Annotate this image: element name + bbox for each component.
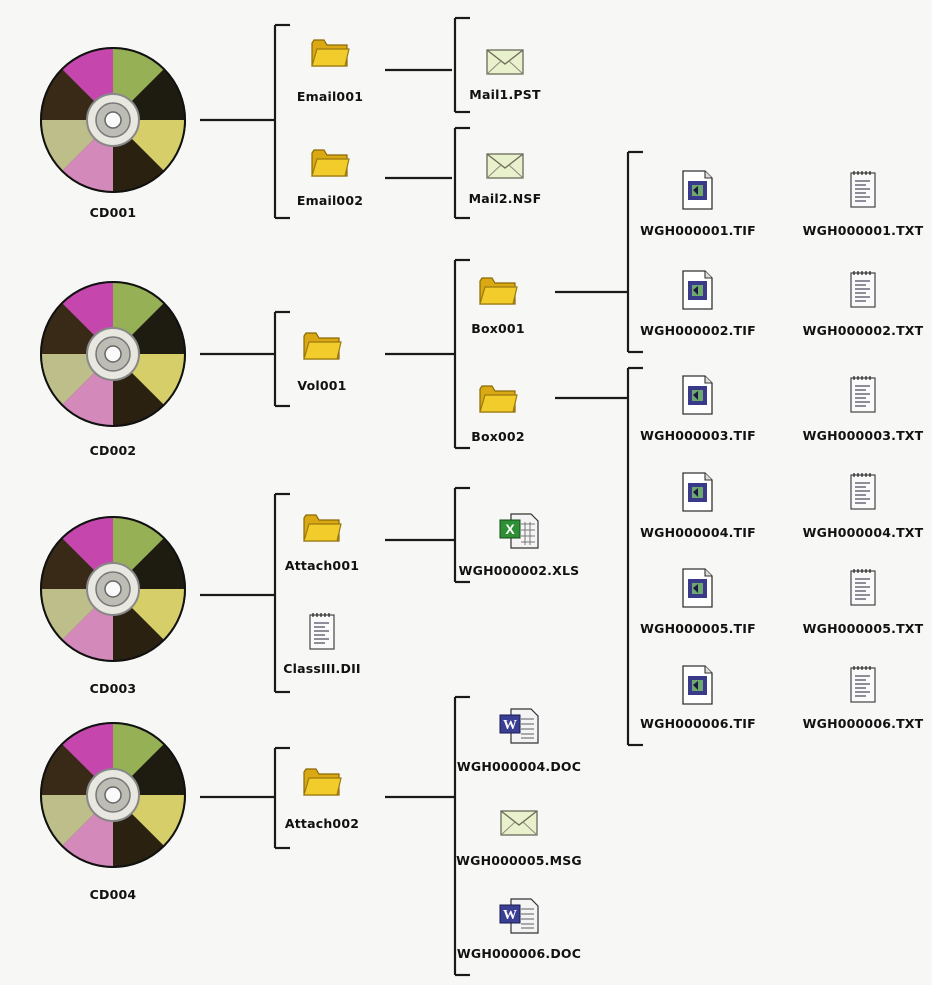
text-file-icon [850,569,876,606]
tif-image-icon [682,170,713,210]
folder-label-attach001: Attach001 [284,558,360,573]
file-label-mail2: Mail2.NSF [468,191,542,206]
tif-image-icon [682,270,713,310]
tif-image-icon [682,665,713,705]
file-label-tif1: WGH000001.TIF [640,223,756,238]
folder-icon [311,149,350,177]
file-label-txt5: WGH000005.TXT [802,621,924,636]
file-label-mail1: Mail1.PST [469,87,541,102]
text-file-icon [850,171,876,208]
cd-label-cd001: CD001 [89,205,137,220]
file-label-doc6: WGH000006.DOC [456,946,582,961]
cd-disc-icon [40,516,186,662]
file-label-txt1: WGH000001.TXT [802,223,924,238]
folder-label-email001: Email001 [296,89,364,104]
tif-image-icon [682,375,713,415]
folder-label-box001: Box001 [471,321,525,336]
cd-disc-icon [40,722,186,868]
folder-icon [311,39,350,67]
folder-icon [303,768,342,796]
file-label-tif2: WGH000002.TIF [640,323,756,338]
file-label-tif5: WGH000005.TIF [640,621,756,636]
folder-label-attach002: Attach002 [284,816,360,831]
text-file-icon [850,473,876,510]
file-label-doc4: WGH000004.DOC [456,759,582,774]
folder-label-vol001: Vol001 [297,378,347,393]
text-file-icon [850,666,876,703]
file-label-txt6: WGH000006.TXT [802,716,924,731]
tif-image-icon [682,568,713,608]
file-label-tif6: WGH000006.TIF [640,716,756,731]
text-file-icon [850,376,876,413]
cd-disc-icon [40,281,186,427]
svg-text:X: X [505,521,515,537]
folder-icon [479,277,518,305]
cd-label-cd003: CD003 [89,681,137,696]
folder-label-email002: Email002 [296,193,364,208]
envelope-icon [500,810,538,836]
word-file-icon: W [499,708,539,744]
text-file-icon [309,613,335,650]
tif-image-icon [682,472,713,512]
cd-disc-icon [40,47,186,193]
excel-file-icon: X [499,513,539,549]
file-label-tif4: WGH000004.TIF [640,525,756,540]
folder-icon [303,332,342,360]
envelope-icon [486,49,524,75]
folder-label-box002: Box002 [471,429,525,444]
file-label-txt4: WGH000004.TXT [802,525,924,540]
folder-icon [479,385,518,413]
svg-text:W: W [503,908,517,923]
cd-label-cd002: CD002 [89,443,137,458]
file-label-txt2: WGH000002.TXT [802,323,924,338]
cd-label-cd004: CD004 [89,887,137,902]
file-label-classiii: ClassIII.DII [283,661,361,676]
file-label-tif3: WGH000003.TIF [640,428,756,443]
svg-text:W: W [503,718,517,733]
file-label-txt3: WGH000003.TXT [802,428,924,443]
file-label-xls2: WGH000002.XLS [458,563,580,578]
text-file-icon [850,271,876,308]
envelope-icon [486,153,524,179]
file-label-msg5: WGH000005.MSG [456,853,582,868]
folder-icon [303,514,342,542]
word-file-icon: W [499,898,539,934]
